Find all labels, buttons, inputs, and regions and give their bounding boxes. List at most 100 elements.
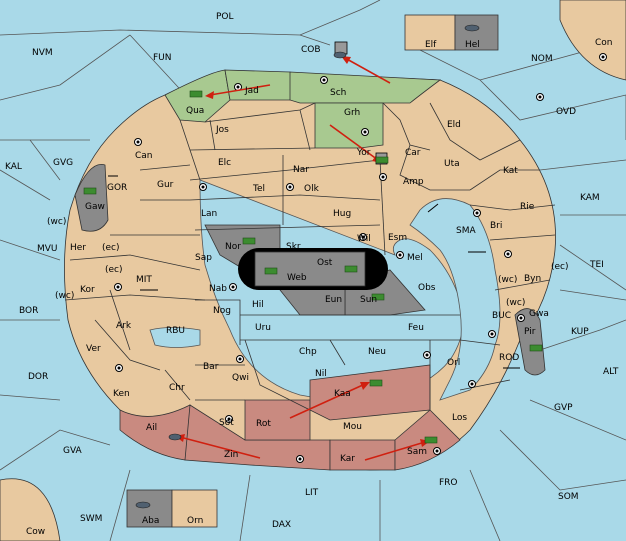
- label-aba: Aba: [142, 516, 159, 526]
- army-icon: [344, 265, 358, 273]
- territory-grh[interactable]: [314, 102, 384, 149]
- territory-hel[interactable]: [454, 14, 499, 51]
- label-dor: DOR: [28, 372, 48, 382]
- label-hil: Hil: [252, 300, 264, 310]
- label-cow: Cow: [26, 527, 45, 537]
- label-rie: Rie: [520, 202, 535, 212]
- label-cob: COB: [301, 45, 321, 55]
- label-nom: NOM: [531, 54, 553, 64]
- label-eld: Eld: [447, 120, 461, 130]
- supply-centers: [114, 53, 607, 463]
- label-ec1: (ec): [102, 243, 120, 253]
- label-nvm: NVM: [32, 48, 53, 58]
- fleet-icon: [135, 501, 151, 509]
- label-bor: BOR: [19, 306, 38, 316]
- label-nog: Nog: [213, 306, 231, 316]
- label-feu: Feu: [408, 323, 424, 333]
- label-jad: Jad: [244, 86, 259, 96]
- label-orl: Orl: [447, 358, 460, 368]
- label-bar: Bar: [203, 362, 219, 372]
- territory-aba[interactable]: [126, 489, 173, 528]
- label-kat: Kat: [503, 166, 518, 176]
- label-gvg: GVG: [53, 158, 73, 168]
- label-gor: GOR: [107, 183, 127, 193]
- label-fro: FRO: [439, 478, 458, 488]
- fleet-icon: [333, 51, 347, 59]
- label-hel: Hel: [465, 40, 480, 50]
- label-ovd: OVD: [556, 107, 576, 117]
- label-zin: Zin: [224, 450, 238, 460]
- army-icon: [242, 237, 256, 245]
- label-web: Web: [287, 273, 307, 283]
- label-alt: ALT: [603, 367, 619, 377]
- region-labels: POL NVM FUN COB NOM Elf Hel Con Jad Qua …: [5, 12, 619, 537]
- label-gaw: Gaw: [85, 202, 105, 212]
- label-elf: Elf: [425, 40, 437, 50]
- label-tei: TEI: [589, 260, 604, 270]
- territory-elf[interactable]: [404, 14, 456, 51]
- label-buc: BUC: [492, 311, 511, 321]
- label-wc4: (wc): [506, 298, 525, 308]
- internal-borders: [64, 102, 556, 411]
- channel-rbu: [149, 327, 201, 348]
- label-nor: Nor: [225, 242, 241, 252]
- label-amp: Amp: [403, 177, 424, 187]
- label-con: Con: [595, 38, 613, 48]
- label-skr: Skr: [286, 242, 301, 252]
- army-icon: [375, 156, 389, 164]
- territory-rot[interactable]: [244, 399, 311, 441]
- label-ec2: (ec): [105, 265, 123, 275]
- label-olk: Olk: [304, 184, 320, 194]
- label-sot: Sot: [219, 418, 234, 428]
- label-kam: KAM: [580, 193, 600, 203]
- label-sun: Sun: [360, 295, 377, 305]
- label-mou: Mou: [343, 422, 362, 432]
- label-mvu: MVU: [37, 244, 58, 254]
- label-rbu: RBU: [166, 326, 185, 336]
- label-gvp: GVP: [554, 403, 573, 413]
- territory-pir[interactable]: [514, 308, 546, 376]
- label-sap: Sap: [195, 253, 212, 263]
- territory-orn[interactable]: [171, 489, 218, 528]
- label-ail: Ail: [146, 423, 157, 433]
- label-byn: Byn: [524, 274, 541, 284]
- label-bri: Bri: [490, 221, 502, 231]
- label-wc3: (wc): [55, 291, 74, 301]
- label-rod: ROD: [499, 353, 519, 363]
- label-gur: Gur: [157, 180, 174, 190]
- label-eun: Eun: [325, 295, 342, 305]
- label-sch: Sch: [330, 88, 346, 98]
- label-chp: Chp: [299, 347, 317, 357]
- label-lit: LIT: [305, 488, 319, 498]
- label-kal: KAL: [5, 162, 22, 172]
- territory-gaw[interactable]: [74, 163, 109, 232]
- label-tel: Tel: [252, 184, 265, 194]
- label-nab: Nab: [209, 284, 227, 294]
- label-wc1: (wc): [47, 217, 66, 227]
- label-som: SOM: [558, 492, 579, 502]
- label-can: Can: [135, 151, 153, 161]
- label-mel: Mel: [407, 253, 423, 263]
- label-elc: Elc: [218, 158, 231, 168]
- army-icon: [369, 379, 383, 387]
- units: [83, 24, 543, 509]
- army-icon: [189, 90, 203, 98]
- army-icon: [529, 344, 543, 352]
- army-icon: [371, 293, 385, 301]
- label-ost: Ost: [317, 258, 333, 268]
- label-wil: Wil: [357, 234, 371, 244]
- label-nil: Nil: [315, 369, 327, 379]
- label-gwa: Gwa: [529, 309, 549, 319]
- label-uta: Uta: [444, 159, 460, 169]
- territory-kaa[interactable]: [309, 364, 431, 421]
- passage-arrows: [108, 175, 520, 369]
- label-pir: Pir: [524, 327, 536, 337]
- label-lan: Lan: [201, 209, 217, 219]
- label-kar: Kar: [340, 454, 355, 464]
- label-ark: Ark: [116, 321, 132, 331]
- army-icon: [83, 187, 97, 195]
- label-rot: Rot: [256, 419, 271, 429]
- label-mit: MIT: [136, 275, 152, 285]
